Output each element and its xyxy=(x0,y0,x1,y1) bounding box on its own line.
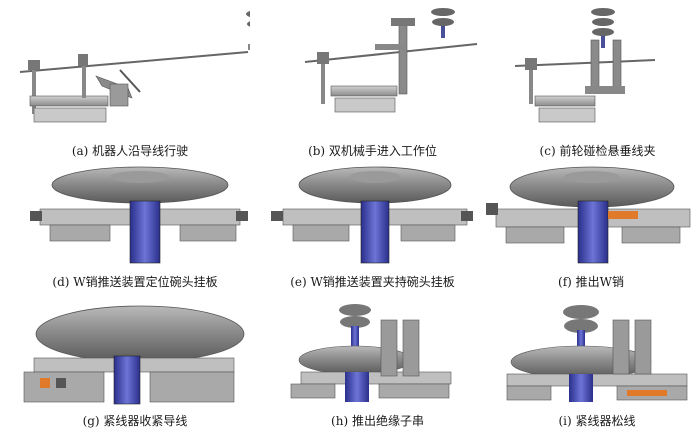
caption-i: (i) 紧线器松线 xyxy=(558,414,636,428)
pin-pusher-clamping-illustration xyxy=(271,166,473,264)
pin-pusher-positioning-illustration xyxy=(30,166,248,264)
caption-a: (a) 机器人沿导线行驶 xyxy=(71,144,189,158)
panel-d: (d) W销推送装置定位碗头挂板 xyxy=(10,165,260,295)
caption-f: (f) 推出W销 xyxy=(558,275,624,289)
panel-c: (c) 前轮碰检悬垂线夹 xyxy=(495,0,700,160)
panel-f: (f) 推出W销 xyxy=(482,165,700,295)
wire-tightener-loosening-illustration xyxy=(506,305,688,402)
caption-c: (c) 前轮碰检悬垂线夹 xyxy=(539,144,656,158)
caption-d: (d) W销推送装置定位碗头挂板 xyxy=(52,275,218,289)
robot-driving-illustration xyxy=(19,11,250,123)
front-wheel-clamp-illustration xyxy=(514,8,656,123)
caption-g: (g) 紧线器收紧导线 xyxy=(82,414,188,428)
panel-a: (a) 机器人沿导线行驶 xyxy=(10,0,250,160)
caption-h: (h) 推出绝缘子串 xyxy=(331,414,424,428)
pin-pushed-out-illustration xyxy=(486,166,691,264)
caption-b: (b) 双机械手进入工作位 xyxy=(308,144,437,158)
wire-tightener-tightening-illustration xyxy=(23,305,245,405)
insulator-string-pushed-out-illustration xyxy=(290,304,452,402)
caption-e: (e) W销推送装置夹持碗头挂板 xyxy=(290,275,455,289)
panel-g: (g) 紧线器收紧导线 xyxy=(10,300,260,435)
panel-i: (i) 紧线器松线 xyxy=(497,300,697,435)
panel-e: (e) W销推送装置夹持碗头挂板 xyxy=(265,165,480,295)
panel-b: (b) 双机械手进入工作位 xyxy=(265,0,480,160)
dual-manipulator-illustration xyxy=(304,8,478,113)
panel-h: (h) 推出绝缘子串 xyxy=(285,300,470,435)
